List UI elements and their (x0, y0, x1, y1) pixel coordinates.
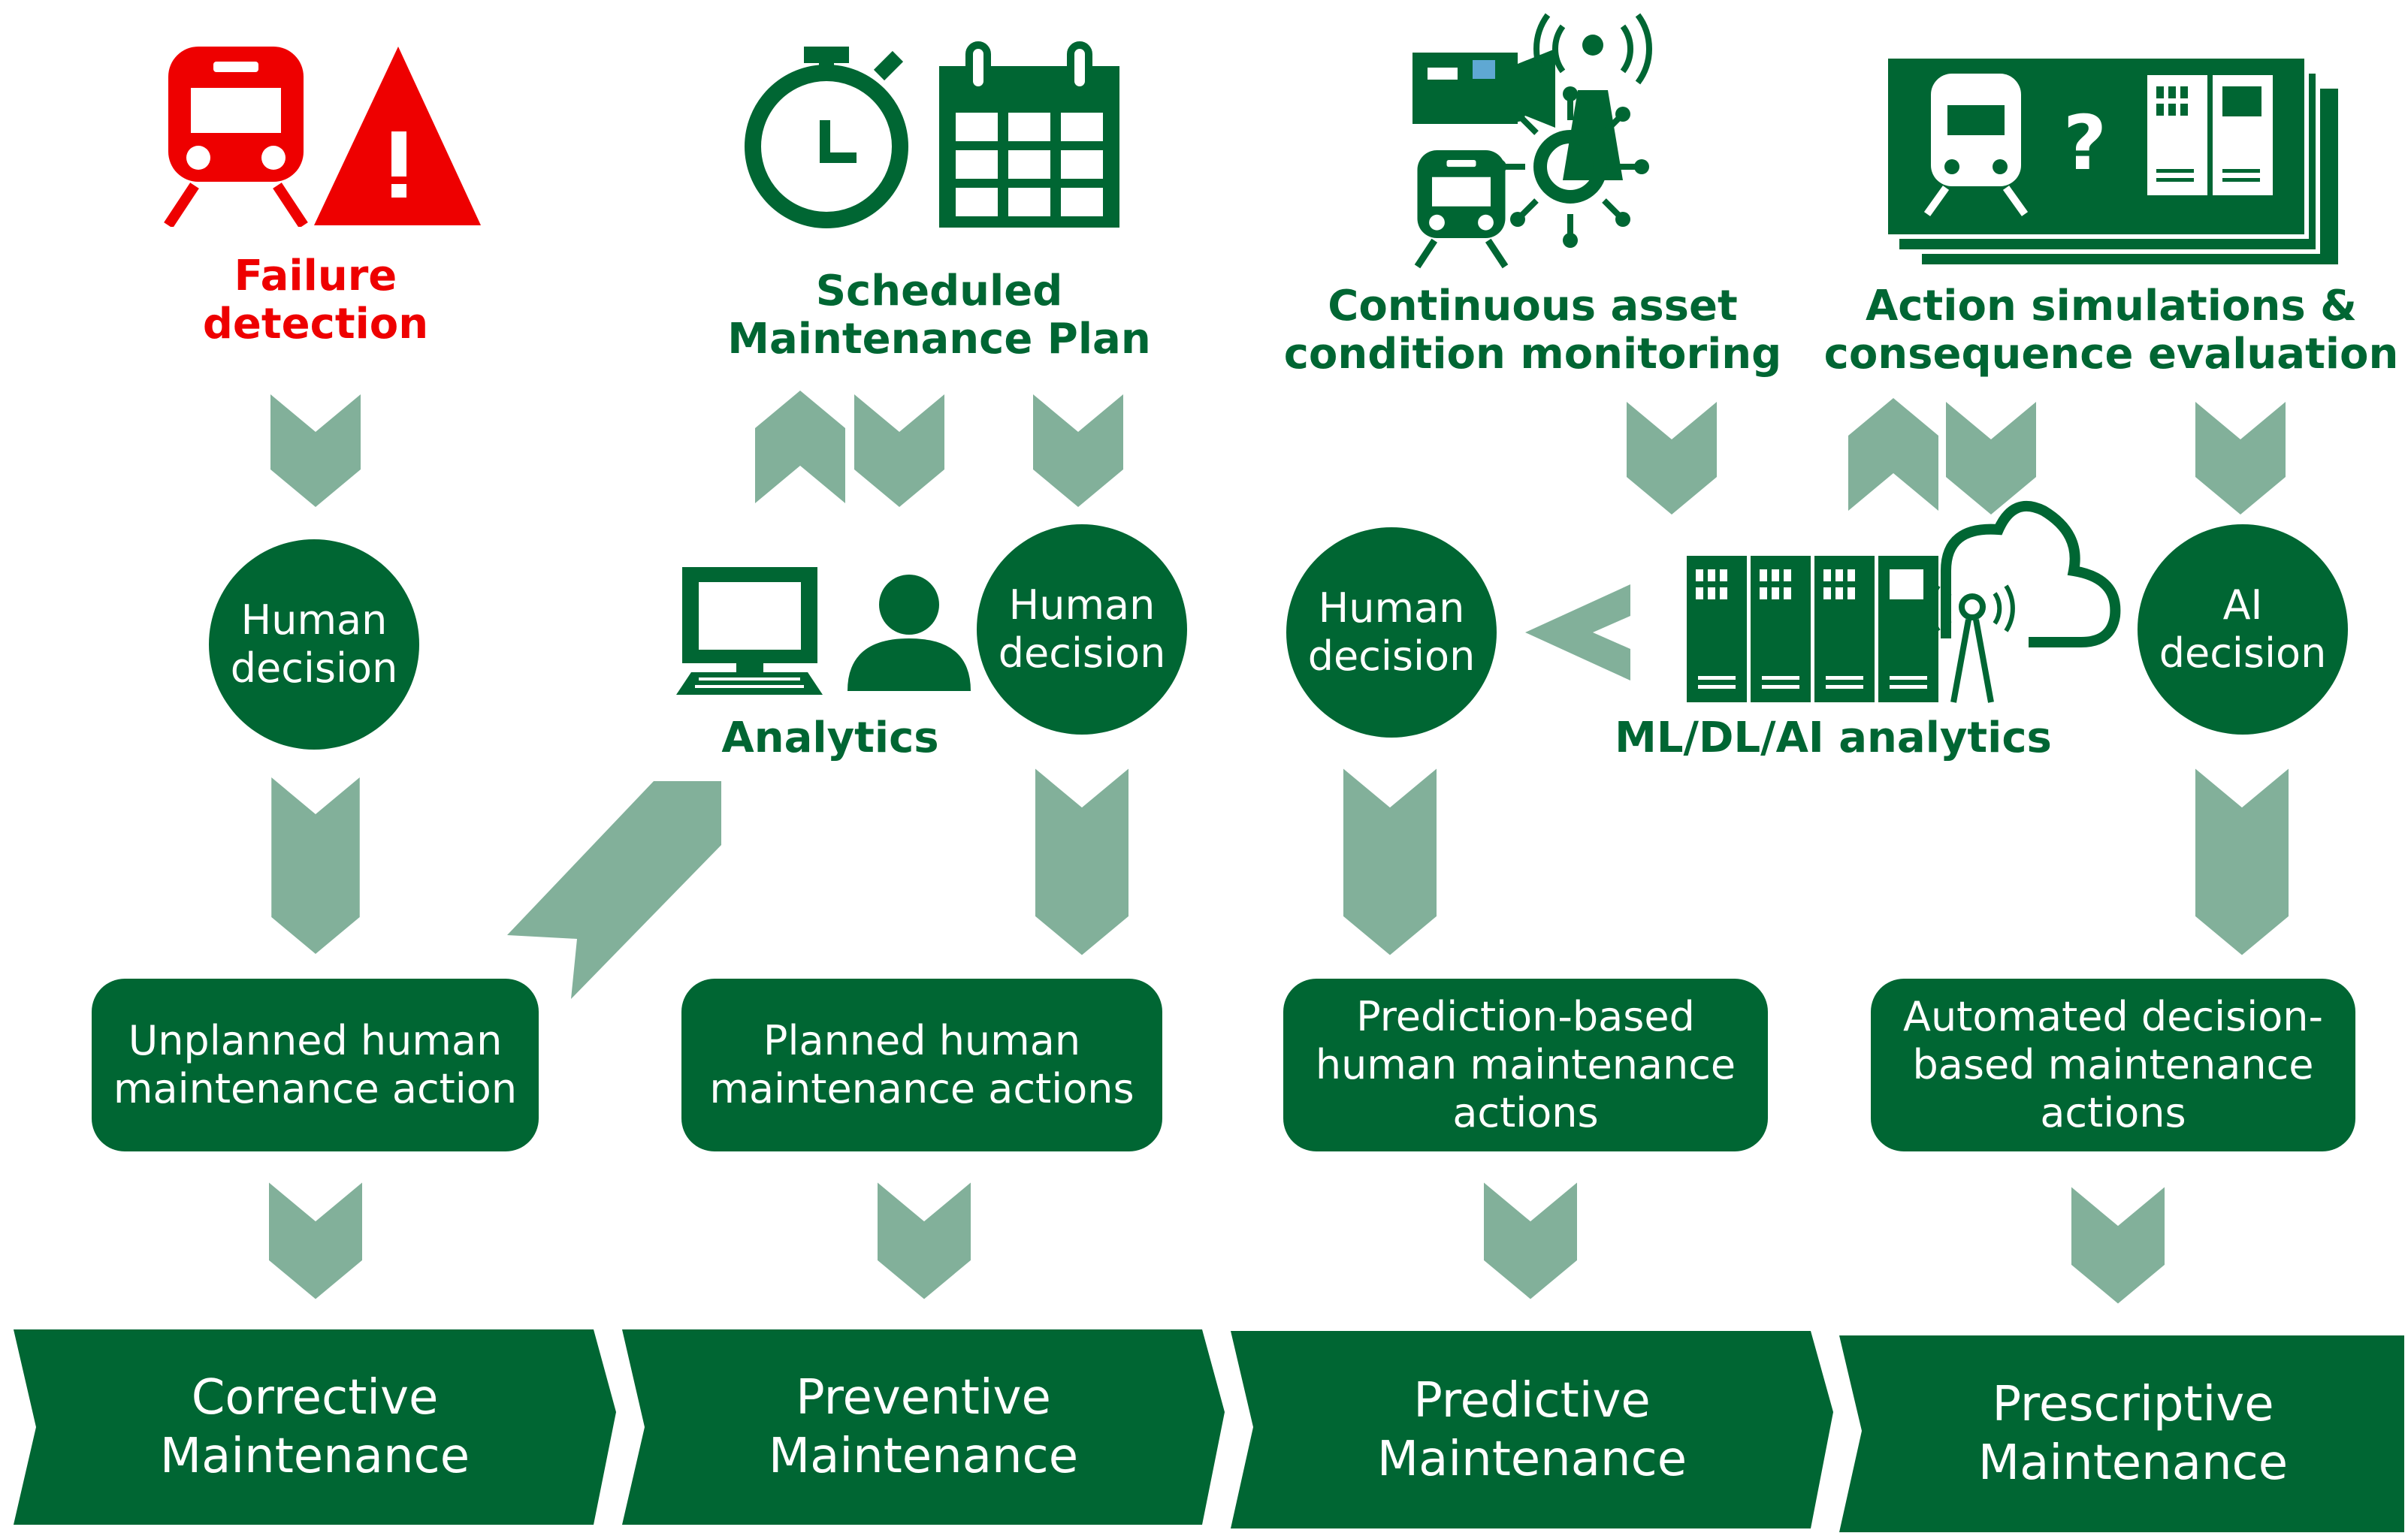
arrow-down-icon (878, 1182, 971, 1299)
stopwatch-icon (745, 47, 908, 228)
arrow-left-icon (1525, 584, 1630, 680)
analytics-label: Analytics (721, 714, 939, 762)
radio-tower-icon (1929, 584, 2015, 703)
question-mark-icon: ? (2063, 99, 2107, 187)
stage-banner (1231, 1331, 1833, 1528)
arrow-down-icon (2071, 1187, 2165, 1304)
arrow-down-icon (1035, 768, 1128, 955)
column-heading: Action simulations &consequence evaluati… (1823, 282, 2399, 379)
action-box (681, 979, 1162, 1151)
ml-analytics-label: ML/DL/AI analytics (1615, 714, 2052, 762)
calendar-icon (939, 41, 1119, 228)
camera-icon (1412, 49, 1555, 128)
train-icon (1923, 74, 2029, 216)
arrow-down-icon (270, 394, 361, 507)
feedback-arrow-icon (507, 781, 721, 999)
arrow-down-icon (2195, 768, 2289, 955)
arrow-up-icon (755, 391, 845, 503)
svg-text:?: ? (2063, 99, 2107, 187)
decision-circle (1286, 527, 1497, 738)
arrow-down-icon (271, 777, 360, 954)
action-box (1283, 979, 1768, 1151)
arrow-down-icon (2195, 402, 2286, 515)
stage-banner (622, 1329, 1225, 1525)
antenna-tower-icon (1533, 13, 1652, 180)
action-box (92, 979, 539, 1151)
train-icon (168, 47, 304, 225)
server-rack-icon (1687, 556, 1938, 702)
arrow-up-icon (1848, 398, 1938, 511)
stage-banner (1839, 1335, 2404, 1532)
warning-triangle-icon (314, 47, 481, 225)
train-icon (1418, 150, 1506, 267)
decision-circle (209, 539, 419, 750)
server-rack-icon (2147, 75, 2273, 195)
stage-banner (14, 1329, 616, 1525)
arrow-down-icon (1627, 402, 1717, 515)
decision-circle (2138, 524, 2348, 735)
decision-circle (977, 524, 1187, 735)
action-box (1871, 979, 2355, 1151)
arrow-down-icon (1343, 768, 1437, 955)
arrow-down-icon (1484, 1182, 1577, 1299)
cloud-icon (1941, 500, 2121, 647)
arrow-down-icon (1033, 394, 1123, 507)
arrow-down-icon (269, 1182, 362, 1299)
computer-icon (676, 567, 823, 695)
person-icon (847, 575, 971, 691)
arrow-down-icon (1946, 402, 2036, 515)
arrow-down-icon (854, 394, 944, 507)
